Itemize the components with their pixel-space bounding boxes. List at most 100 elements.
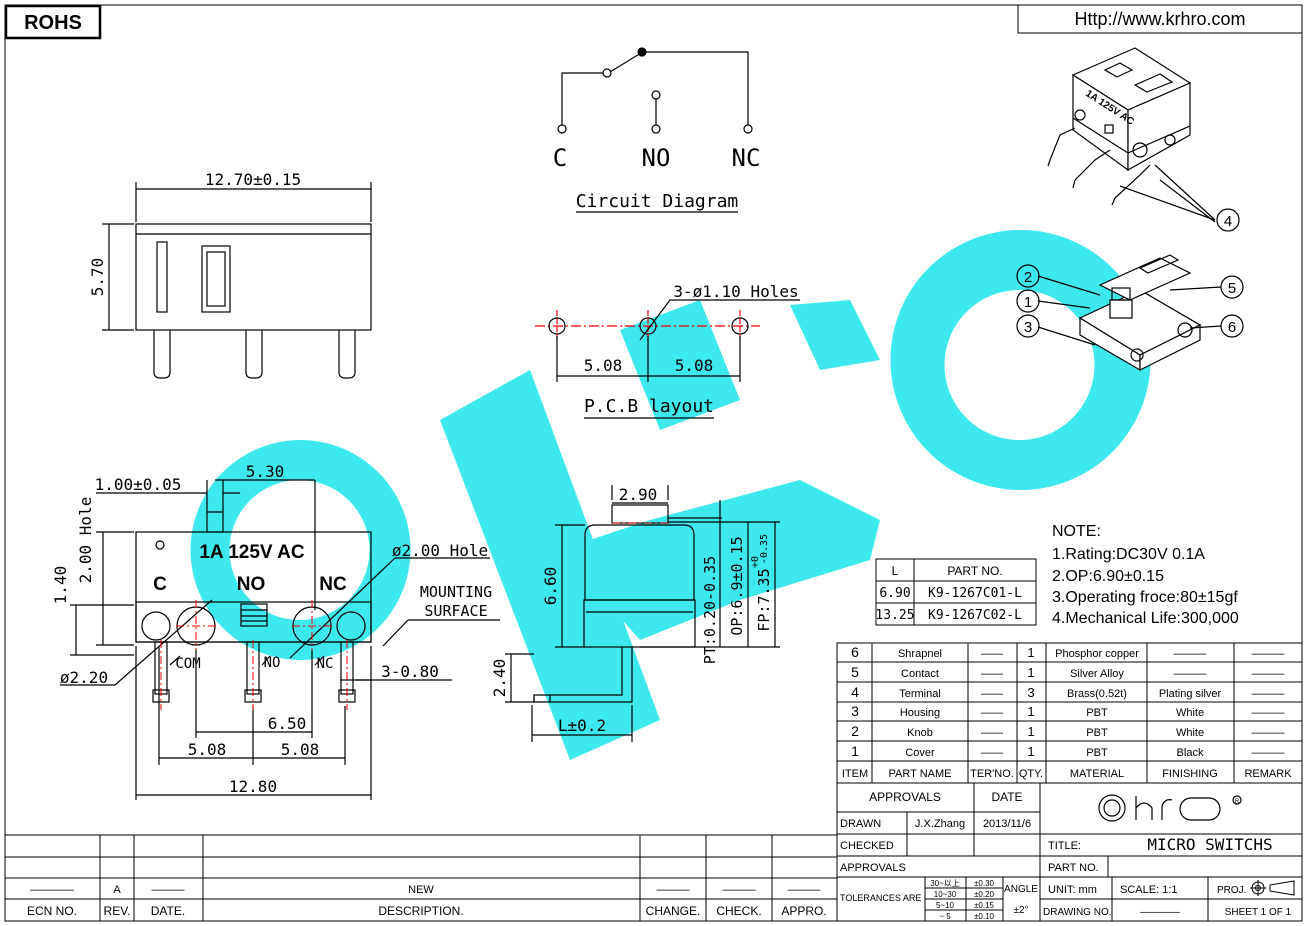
note-3: 3.Operating froce:80±15gf bbox=[1052, 589, 1238, 606]
callout-3: 3 bbox=[1024, 319, 1032, 336]
bom-item: 3 bbox=[851, 703, 859, 719]
note-title: NOTE: bbox=[1052, 523, 1101, 540]
rev-header-rev: REV. bbox=[104, 904, 131, 918]
bom-ter-no: —— bbox=[981, 747, 1003, 759]
tb-drawing-no: DRAWING NO. bbox=[1043, 907, 1112, 918]
tb-part-no: PART NO. bbox=[1048, 862, 1099, 874]
bom-ter-no: —— bbox=[981, 668, 1003, 680]
rev-ecn: ———— bbox=[30, 884, 74, 896]
bom-header-material: MATERIAL bbox=[1070, 768, 1124, 780]
bom-part-name: Contact bbox=[901, 668, 939, 680]
rev-header-date: DATE. bbox=[151, 904, 185, 918]
bom-qty: 1 bbox=[1027, 645, 1034, 660]
bom-part-name: Shrapnel bbox=[898, 648, 942, 660]
tb-unit: UNIT: mm bbox=[1048, 884, 1097, 896]
bom-row: 2 Knob —— 1 PBT White ——— bbox=[851, 723, 1284, 739]
pin-label-nc: NC bbox=[317, 656, 334, 672]
dim-1280: 12.80 bbox=[229, 777, 277, 796]
fp-tol-upper: +0 bbox=[750, 556, 761, 568]
bom-qty: 1 bbox=[1027, 665, 1034, 680]
bom-remark: ——— bbox=[1252, 707, 1285, 719]
bom-ter-no: —— bbox=[981, 707, 1003, 719]
bom-ter-no: —— bbox=[981, 648, 1003, 660]
side-length-dim: L±0.2 bbox=[558, 716, 606, 735]
bom-qty: 1 bbox=[1027, 704, 1034, 719]
bom-remark: ——— bbox=[1252, 747, 1285, 759]
bom-finishing: Black bbox=[1177, 747, 1204, 759]
callout-2: 2 bbox=[1024, 269, 1032, 286]
pn-row1-l: 6.90 bbox=[879, 586, 910, 601]
isometric-assembled: 1A 125V AC bbox=[1047, 47, 1240, 232]
pcb-title: P.C.B layout bbox=[584, 396, 714, 417]
tb-approvals-2: APPROVALS bbox=[840, 862, 906, 874]
pn-row2-l: 13.25 bbox=[875, 608, 914, 623]
pin-label-com: COM bbox=[175, 656, 200, 672]
pn-row2-partno: K9-1267C02-L bbox=[928, 608, 1022, 623]
bom-part-name: Terminal bbox=[899, 688, 941, 700]
isometric-exploded bbox=[1016, 254, 1244, 372]
pn-header-partno: PART NO. bbox=[947, 564, 1002, 578]
rev-description: NEW bbox=[408, 884, 434, 896]
rev-header-ecn: ECN NO. bbox=[27, 904, 77, 918]
tol-value-4: ±0.10 bbox=[974, 912, 995, 921]
projection-symbol-icon bbox=[1250, 880, 1295, 896]
bom-material: Brass(0.52t) bbox=[1067, 688, 1127, 700]
side-height-dim: 6.60 bbox=[541, 567, 560, 606]
note-1: 1.Rating:DC30V 0.1A bbox=[1052, 546, 1205, 563]
rohs-box bbox=[4, 4, 102, 40]
rohs-label: ROHS bbox=[24, 12, 82, 34]
bom-header-ter-no: TER'NO. bbox=[970, 768, 1014, 780]
side-width-dim: 2.90 bbox=[619, 485, 658, 504]
tb-title-value: MICRO SWITCHS bbox=[1147, 835, 1272, 854]
circuit-label-no: NO bbox=[642, 144, 671, 172]
hro-logo bbox=[1098, 794, 1242, 822]
note-2: 2.OP:6.90±0.15 bbox=[1052, 568, 1164, 585]
bom-row: 4 Terminal —— 3 Brass(0.52t) Plating sil… bbox=[851, 684, 1284, 700]
offset-dim: 5.30 bbox=[246, 462, 285, 481]
bom-finishing: Plating silver bbox=[1159, 688, 1222, 700]
hole-diameter-label: ø2.00 Hole bbox=[392, 541, 488, 560]
tol-range-2: 10~30 bbox=[934, 890, 957, 899]
front-view-centerlines bbox=[160, 600, 348, 710]
top-width-dim: 12.70±0.15 bbox=[205, 170, 301, 189]
rev-appro: ——— bbox=[788, 884, 821, 896]
bom-item: 1 bbox=[851, 743, 859, 759]
registered-icon: R bbox=[1235, 799, 1240, 805]
bom-grid bbox=[836, 642, 1303, 784]
notes: NOTE: 1.Rating:DC30V 0.1A 2.OP:6.90±0.15… bbox=[1052, 523, 1239, 627]
bom-header-part-name: PART NAME bbox=[889, 768, 952, 780]
circuit-title: Circuit Diagram bbox=[576, 191, 739, 212]
tol-range-4: ~ 5 bbox=[939, 912, 951, 921]
tb-drawing-no-value: ———— bbox=[1140, 907, 1180, 918]
pin-count-width-label: 3-0.80 bbox=[381, 662, 439, 681]
bom-material: PBT bbox=[1086, 707, 1108, 719]
bom-material: Phosphor copper bbox=[1055, 648, 1139, 660]
tb-drawn-by: J.X.Zhang bbox=[915, 818, 965, 830]
bom-finishing: ——— bbox=[1174, 668, 1207, 680]
tol-value-1: ±0.30 bbox=[974, 879, 995, 888]
bom-row: 5 Contact —— 1 Silver Alloy ——— ——— bbox=[851, 664, 1284, 680]
pin-width-dim: 1.00±0.05 bbox=[95, 475, 182, 494]
bom-remark: ——— bbox=[1252, 668, 1285, 680]
bom-row: 1 Cover —— 1 PBT Black ——— bbox=[851, 743, 1284, 759]
operating-position-label: OP:6.9±0.15 bbox=[728, 536, 746, 635]
hole-height-dim: 2.00 Hole bbox=[76, 497, 95, 584]
title-block-grid bbox=[836, 782, 1303, 922]
pcb-dim-1: 5.08 bbox=[584, 356, 623, 375]
tol-value-3: ±0.15 bbox=[974, 901, 995, 910]
sheet-border bbox=[4, 4, 1303, 922]
bom-item: 4 bbox=[851, 684, 859, 700]
revision-row: ———— A ——— NEW ——— ——— ——— bbox=[30, 884, 821, 896]
bom-qty: 1 bbox=[1027, 744, 1034, 759]
bom-finishing: ——— bbox=[1174, 648, 1207, 660]
rev-header-description: DESCRIPTION. bbox=[378, 904, 463, 918]
tb-tolerance-table: 30~以上 ±0.30 10~30 ±0.20 5~10 ±0.15 ~ 5 ±… bbox=[930, 879, 994, 921]
callout-6: 6 bbox=[1228, 319, 1236, 336]
bom-row: 3 Housing —— 1 PBT White ——— bbox=[851, 703, 1284, 719]
bom-item: 6 bbox=[851, 644, 859, 660]
bom-item: 2 bbox=[851, 723, 859, 739]
tb-checked: CHECKED bbox=[840, 840, 894, 852]
bom-material: PBT bbox=[1086, 727, 1108, 739]
top-height-dim: 5.70 bbox=[88, 258, 107, 297]
tb-title-label: TITLE: bbox=[1048, 840, 1081, 852]
